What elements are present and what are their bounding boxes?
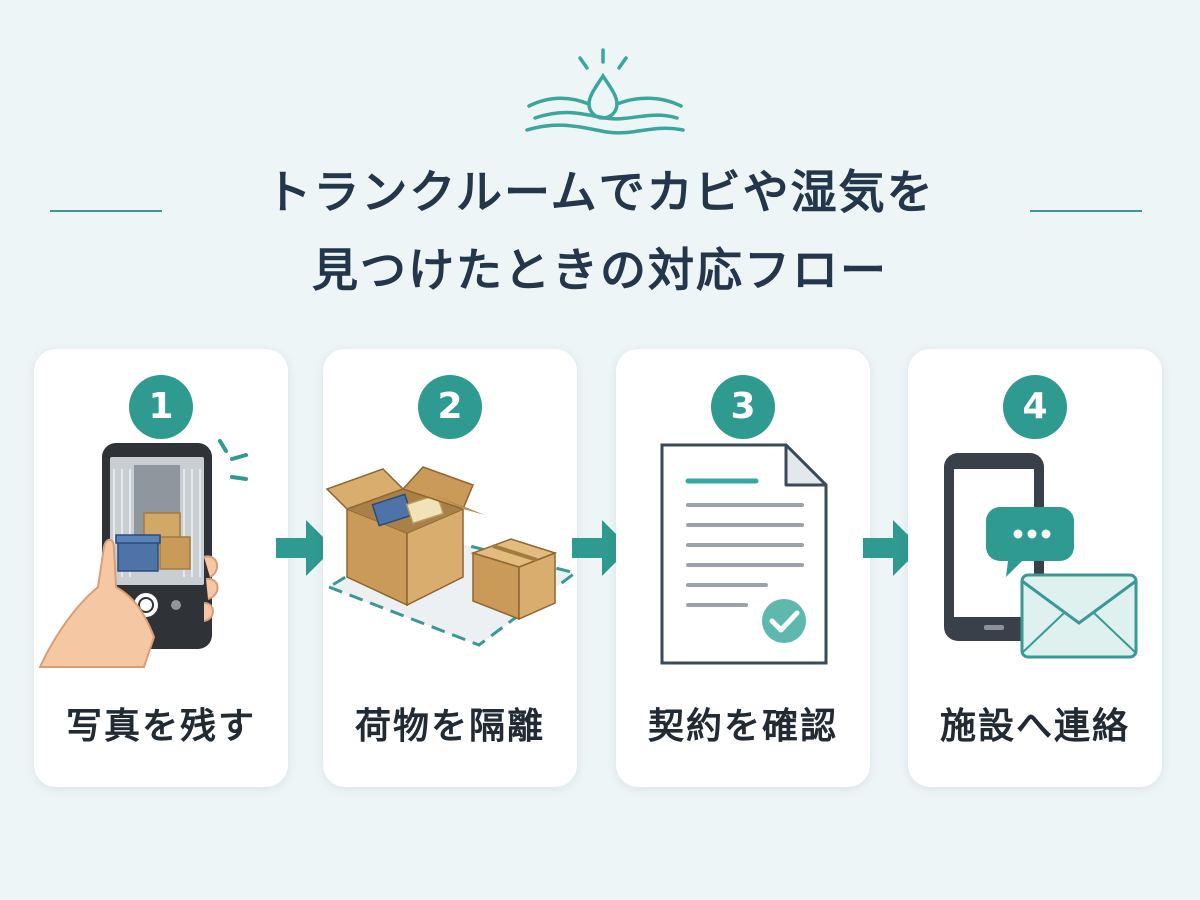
arrow-right-icon [276,520,334,576]
step-card-4: 4 施設へ連絡 [908,349,1162,787]
step-number-badge: 2 [418,375,482,439]
step-number-badge: 1 [129,375,193,439]
title-decoration-left [50,210,162,212]
smartphone-camera-icon [38,439,248,668]
water-drop-icon [525,48,685,135]
step-label: 荷物を隔離 [354,706,545,747]
step-label: 契約を確認 [647,706,838,747]
phone-chat-mail-icon [944,453,1138,659]
boxes-icon [325,466,577,647]
step-number-badge: 3 [711,375,775,439]
step-label: 写真を残す [65,706,256,747]
arrow-right-icon [863,520,921,576]
page-title-line-2: 見つけたときの対応フロー [312,243,888,297]
step-card-2: 2 荷物を隔離 [323,349,577,787]
step-card-1: 1 写真を残す [34,349,288,787]
document-check-icon [660,443,828,665]
step-label: 施設へ連絡 [939,706,1130,747]
title-decoration-right [1030,210,1142,212]
step-card-3: 3 契約を確認 [616,349,870,787]
arrow-right-icon [572,520,630,576]
page-title-line-1: トランクルームでカビや湿気を [265,165,935,219]
step-number-badge: 4 [1003,375,1067,439]
